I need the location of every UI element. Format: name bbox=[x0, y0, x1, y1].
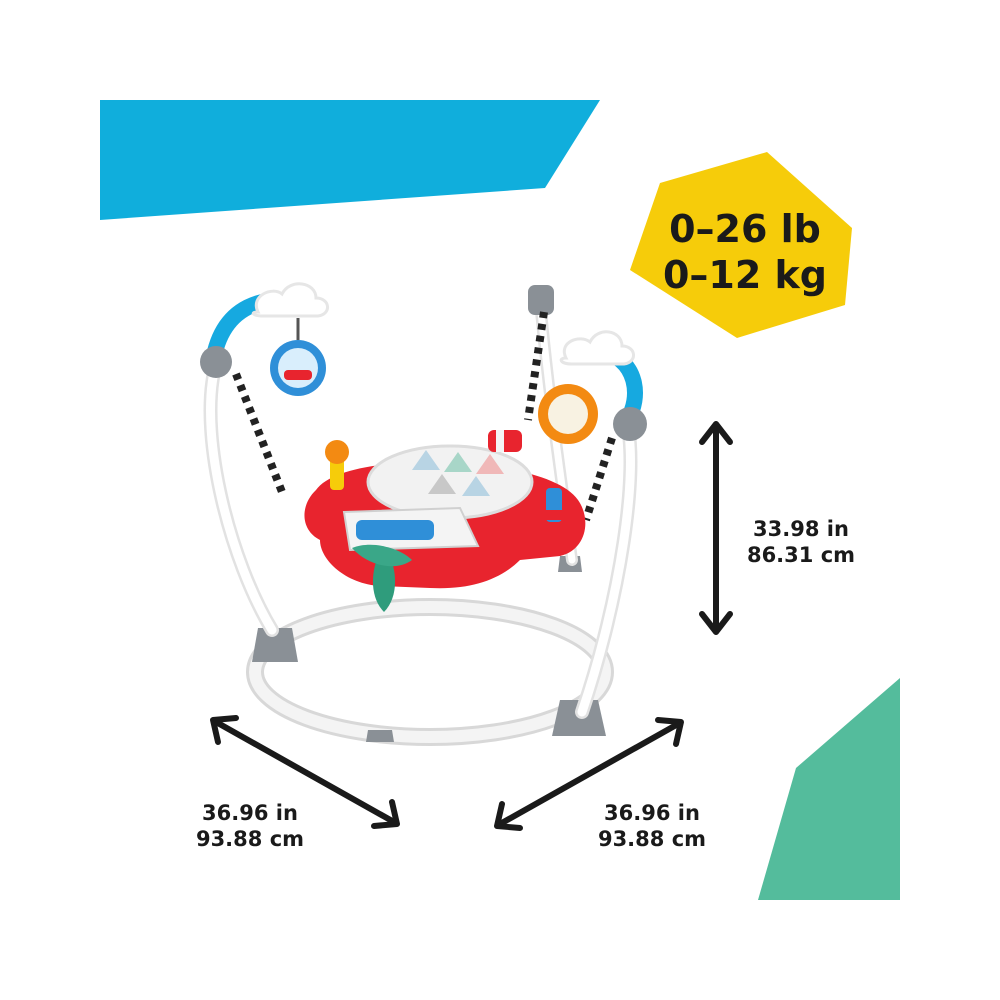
width-right-metric: 93.88 cm bbox=[597, 827, 707, 852]
width-left-double-arrow-icon bbox=[210, 715, 400, 829]
weight-badge-shape bbox=[630, 152, 852, 338]
blue-banner-shape bbox=[100, 100, 600, 220]
height-imperial: 33.98 in bbox=[753, 517, 849, 541]
width-left-dimension-label: 36.96 in 93.88 cm bbox=[160, 800, 340, 853]
height-dimension-label: 33.98 in 86.31 cm bbox=[711, 516, 891, 569]
weight-metric: 0–12 kg bbox=[662, 252, 828, 297]
height-double-arrow-icon bbox=[699, 421, 733, 635]
width-left-imperial: 36.96 in bbox=[202, 801, 298, 825]
width-left-metric: 93.88 cm bbox=[195, 827, 305, 852]
activity-jumper-illustration bbox=[200, 282, 647, 746]
weight-imperial: 0–26 lb bbox=[669, 207, 821, 251]
width-right-double-arrow-icon bbox=[494, 717, 684, 831]
width-right-dimension-label: 36.96 in 93.88 cm bbox=[562, 800, 742, 853]
width-right-imperial: 36.96 in bbox=[604, 801, 700, 825]
weight-capacity-badge: 0–26 lb 0–12 kg bbox=[640, 207, 850, 298]
height-metric: 86.31 cm bbox=[746, 543, 856, 568]
teal-corner-shape bbox=[758, 678, 900, 900]
